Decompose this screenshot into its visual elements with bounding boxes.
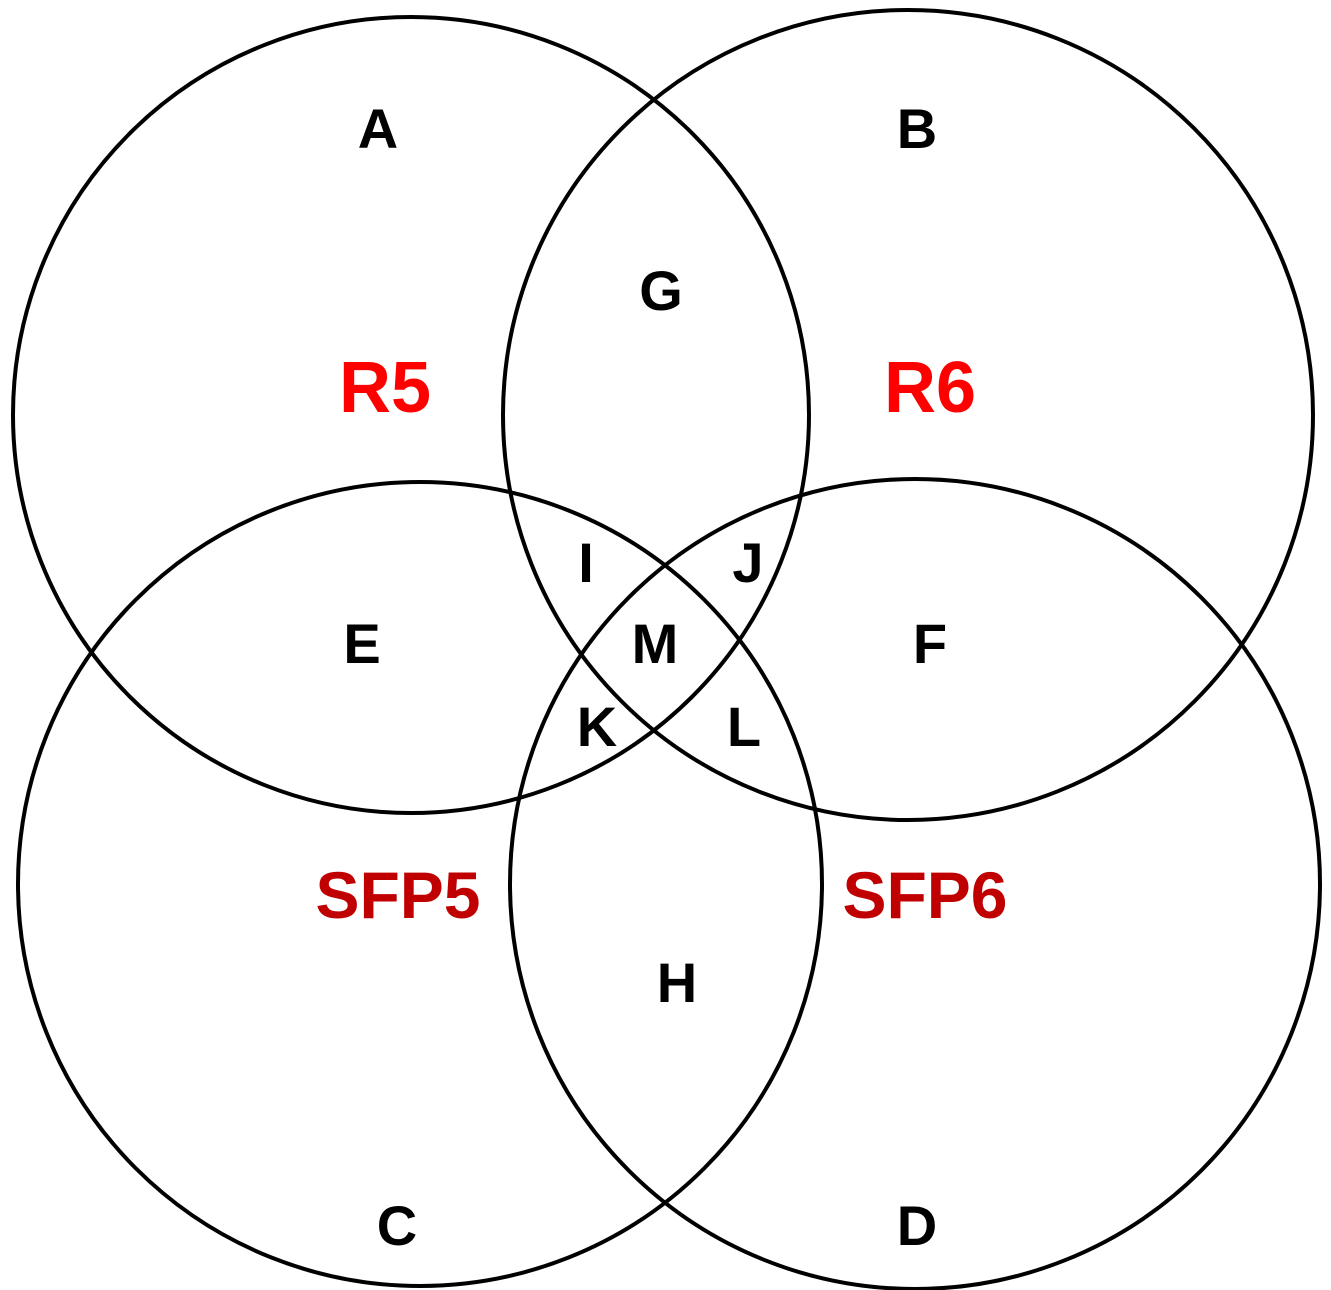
region-label-l: L bbox=[727, 695, 761, 758]
circle-sfp5 bbox=[16, 480, 824, 1288]
region-label-m: M bbox=[632, 612, 679, 675]
region-label-f: F bbox=[913, 612, 947, 675]
region-label-g: G bbox=[639, 259, 683, 322]
region-label-k: K bbox=[577, 695, 617, 758]
set-label-r6: R6 bbox=[884, 348, 976, 428]
set-label-r5: R5 bbox=[339, 348, 431, 428]
region-label-h: H bbox=[657, 951, 697, 1014]
set-label-sfp5: SFP5 bbox=[315, 858, 480, 932]
circle-r6 bbox=[501, 8, 1315, 822]
circle-r5 bbox=[11, 15, 811, 815]
region-label-i: I bbox=[578, 531, 594, 594]
region-label-c: C bbox=[377, 1194, 417, 1257]
region-label-e: E bbox=[343, 612, 380, 675]
region-label-a: A bbox=[358, 97, 398, 160]
region-label-b: B bbox=[897, 97, 937, 160]
region-label-d: D bbox=[897, 1194, 937, 1257]
set-label-sfp6: SFP6 bbox=[842, 858, 1007, 932]
region-label-j: J bbox=[732, 531, 763, 594]
circle-sfp6 bbox=[508, 477, 1322, 1290]
